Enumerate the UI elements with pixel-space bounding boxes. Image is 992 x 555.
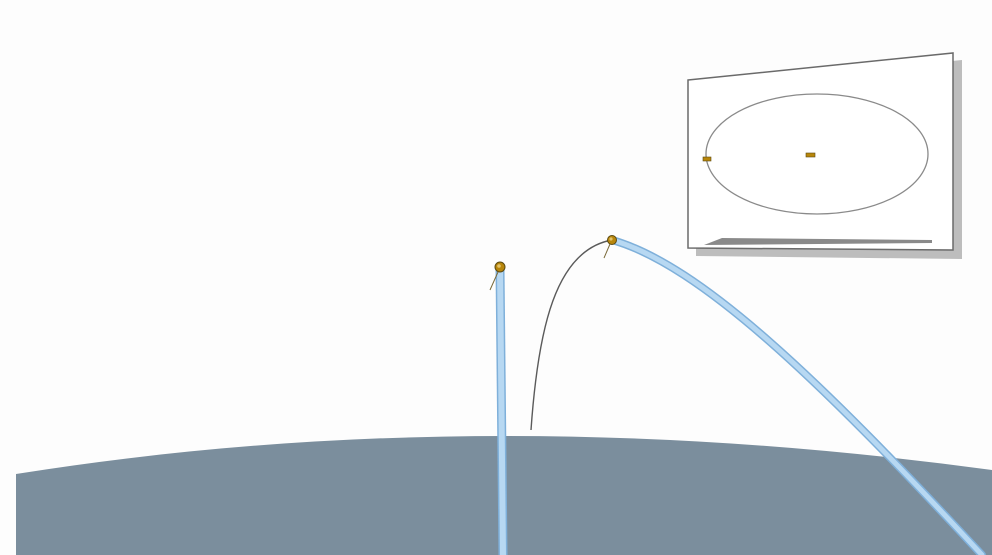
inset-card — [688, 53, 953, 250]
orbit-inset-panel — [688, 53, 962, 259]
inset-central-body — [806, 153, 815, 157]
vertical-launch-trail — [500, 268, 503, 555]
inset-satellite — [703, 157, 711, 161]
